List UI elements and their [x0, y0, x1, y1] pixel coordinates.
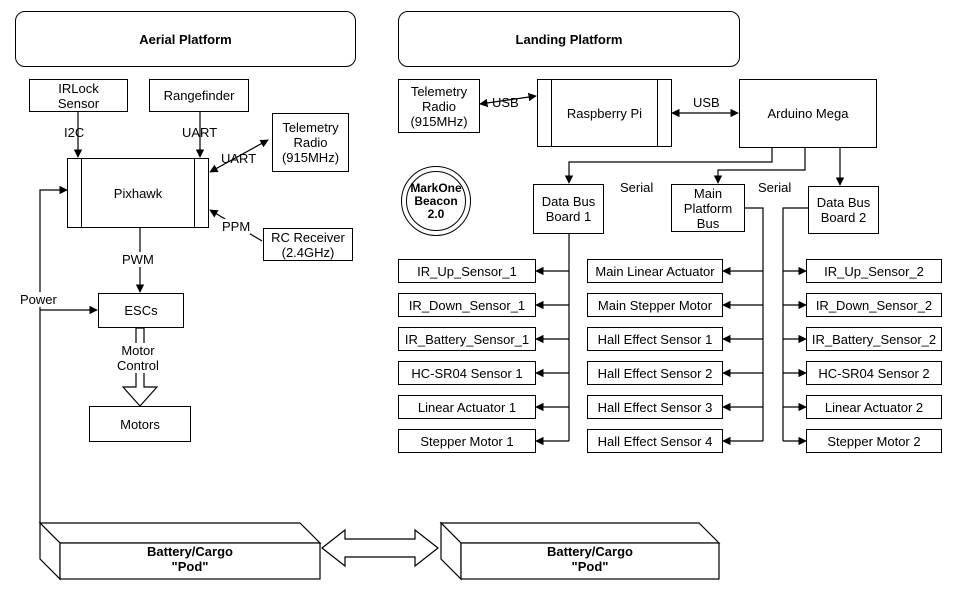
pwm-label: PWM [122, 252, 154, 267]
col3-item: HC-SR04 Sensor 2 [806, 361, 942, 385]
col3-item: IR_Up_Sensor_2 [806, 259, 942, 283]
col1-item: Linear Actuator 1 [398, 395, 536, 419]
uart-top-label: UART [182, 125, 218, 140]
col2-item: Hall Effect Sensor 4 [587, 429, 723, 453]
landing-pod-label: Battery/Cargo "Pod" [547, 544, 633, 574]
irlock-sensor-box: IRLock Sensor [29, 79, 128, 112]
aerial-pod-label: Battery/Cargo "Pod" [147, 544, 233, 574]
col3-item: Linear Actuator 2 [806, 395, 942, 419]
ppm-label: PPM [222, 219, 251, 234]
col3-item: IR_Down_Sensor_2 [806, 293, 942, 317]
col2-item: Hall Effect Sensor 2 [587, 361, 723, 385]
raspberry-pi-box: Raspberry Pi [537, 79, 672, 147]
escs-box: ESCs [98, 293, 184, 328]
col2-item: Hall Effect Sensor 3 [587, 395, 723, 419]
motors-box: Motors [89, 406, 191, 442]
data-bus-board-2-box: Data Bus Board 2 [808, 186, 879, 234]
pixhawk-box: Pixhawk [67, 158, 209, 228]
aerial-platform-header: Aerial Platform [15, 11, 356, 67]
usb-left-label: USB [492, 95, 519, 110]
serial-left-label: Serial [620, 180, 654, 195]
aerial-telemetry-radio-box: Telemetry Radio (915MHz) [272, 113, 349, 172]
main-platform-bus-box: Main Platform Bus [671, 184, 745, 232]
col1-item: IR_Down_Sensor_1 [398, 293, 536, 317]
i2c-label: I2C [64, 125, 85, 140]
data-bus-board-1-box: Data Bus Board 1 [533, 184, 604, 234]
usb-right-label: USB [693, 95, 720, 110]
col2-item: Main Stepper Motor [587, 293, 723, 317]
col1-item: Stepper Motor 1 [398, 429, 536, 453]
rangefinder-box: Rangefinder [149, 79, 249, 112]
col1-item: IR_Up_Sensor_1 [398, 259, 536, 283]
uart-side-label: UART [221, 151, 257, 166]
col1-item: IR_Battery_Sensor_1 [398, 327, 536, 351]
markone-beacon-label: MarkOne Beacon 2.0 [406, 171, 466, 231]
landing-telemetry-radio-box: Telemetry Radio (915MHz) [398, 79, 480, 133]
arduino-mega-box: Arduino Mega [739, 79, 877, 148]
col3-item: Stepper Motor 2 [806, 429, 942, 453]
col3-item: IR_Battery_Sensor_2 [806, 327, 942, 351]
power-label: Power [20, 292, 57, 307]
serial-right-label: Serial [758, 180, 792, 195]
col2-item: Hall Effect Sensor 1 [587, 327, 723, 351]
col2-item: Main Linear Actuator [587, 259, 723, 283]
motor-control-label: Motor Control [117, 343, 159, 373]
col1-item: HC-SR04 Sensor 1 [398, 361, 536, 385]
landing-platform-header: Landing Platform [398, 11, 740, 67]
markone-beacon: MarkOne Beacon 2.0 [401, 166, 471, 236]
rc-receiver-box: RC Receiver (2.4GHz) [263, 228, 353, 261]
